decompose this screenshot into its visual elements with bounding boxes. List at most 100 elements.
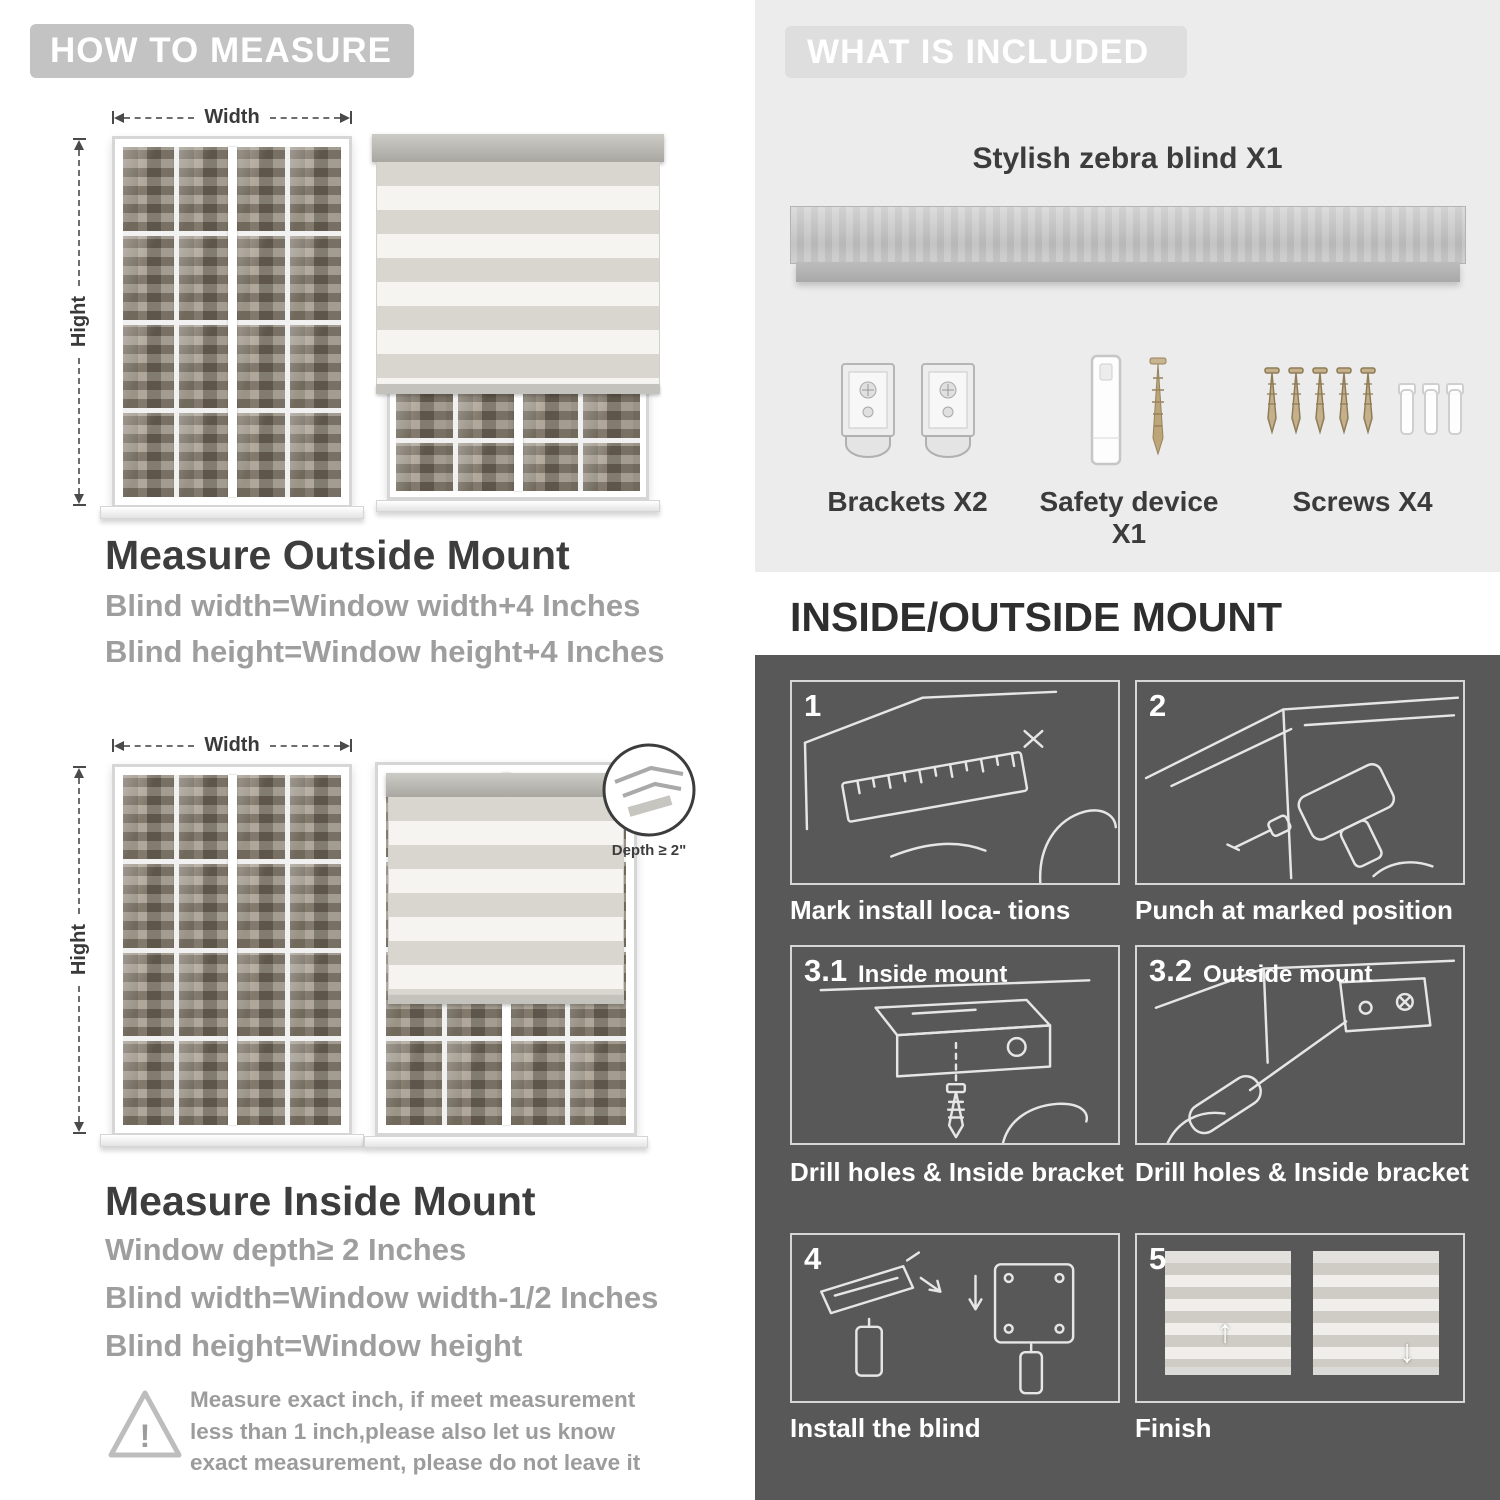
window-pane <box>123 324 174 409</box>
svg-text:!: ! <box>140 1418 151 1454</box>
measure-note: Measure exact inch, if meet measurement … <box>190 1387 641 1475</box>
step-3-2-badge: Outside mount <box>1203 961 1373 988</box>
outside-mount-title: Measure Outside Mount <box>105 532 570 578</box>
blind-headrail <box>386 773 626 797</box>
screws-icon <box>1263 367 1464 435</box>
mount-steps-panel: 1 2 <box>755 655 1500 1500</box>
window-pane <box>582 442 640 491</box>
how-to-measure-title: HOW TO MEASURE <box>50 31 392 70</box>
window-pane <box>520 389 578 438</box>
window-pane <box>290 235 341 320</box>
window-pane <box>396 442 454 491</box>
step-1-caption: Mark install loca- tions <box>790 895 1071 925</box>
blind-stripes <box>388 797 624 995</box>
blind-bottom-rail <box>376 384 660 394</box>
outside-bracket-illustration <box>1154 959 1456 1143</box>
window-pane <box>178 1041 230 1125</box>
width-label: Width <box>204 734 260 756</box>
inside-formula-depth: Window depth≥ 2 Inches <box>105 1232 467 1267</box>
inside-mount-title: Measure Inside Mount <box>105 1178 536 1224</box>
arrowhead-up-icon <box>74 140 84 150</box>
stylish-blind-label: Stylish zebra blind X1 <box>972 142 1283 175</box>
window-pane <box>386 1040 443 1125</box>
zebra-blind-product-icon <box>790 206 1466 264</box>
window-pane <box>178 863 230 948</box>
blind-stripes <box>376 162 660 384</box>
window-pane <box>582 389 640 438</box>
step-3-1-number: 3.1 <box>804 953 848 988</box>
window-pane <box>290 147 341 231</box>
width-measure-outside: Width <box>112 106 353 129</box>
window-pane <box>178 413 230 497</box>
window-pane <box>123 413 174 497</box>
arrowhead-down-icon <box>74 494 84 504</box>
window-pane <box>234 863 286 948</box>
step-3-2-caption: Drill holes & Inside bracket <box>1135 1157 1469 1187</box>
window-pane <box>234 952 286 1037</box>
arrowhead-left-icon <box>114 112 124 123</box>
depth-circle-icon <box>602 743 696 837</box>
measure-tick <box>350 111 353 124</box>
window-pane <box>123 863 174 948</box>
screws-label: Screws X4 <box>1292 486 1433 517</box>
inside-bracket-illustration <box>819 979 1091 1143</box>
window-pane <box>234 147 286 231</box>
window-pane <box>458 389 516 438</box>
window-pane <box>396 389 454 438</box>
window-pane <box>234 1041 286 1125</box>
height-measure-outside: Hight <box>68 138 90 506</box>
outside-formula-height: Blind height=Window height+4 Inches <box>105 634 665 669</box>
mark-locations-illustration <box>803 690 1118 883</box>
outside-formula-width: Blind width=Window width+4 Inches <box>105 588 641 623</box>
window-pane <box>234 413 286 497</box>
safety-device-label: Safety device X1 <box>1039 486 1219 549</box>
window-pane <box>234 775 286 859</box>
step-4-box: 4 <box>790 1233 1120 1403</box>
window-sill <box>100 1134 364 1147</box>
blind-bottom-rail <box>388 995 624 1004</box>
zebra-blind-product-lip <box>796 262 1460 282</box>
height-label: Hight <box>67 924 90 976</box>
step-2-box: 2 <box>1135 680 1465 885</box>
inside-outside-mount-title: INSIDE/OUTSIDE MOUNT <box>790 594 1283 640</box>
step-2-number: 2 <box>1149 688 1167 723</box>
window-pane <box>290 775 341 859</box>
window-pane <box>123 235 174 320</box>
depth-detail: Depth ≥ 2" <box>585 740 713 859</box>
window-sill <box>376 500 660 512</box>
window-pane <box>508 1040 565 1125</box>
warning-triangle-icon: ! <box>108 1390 182 1458</box>
window-pane <box>234 324 286 409</box>
window-glass <box>123 147 341 497</box>
finished-blind-closed: ↓ <box>1313 1251 1439 1383</box>
blind-headrail <box>372 134 664 162</box>
step-3-2-box: 3.2 Outside mount <box>1135 945 1465 1145</box>
window-pane <box>569 1040 626 1125</box>
included-item-safety-device: Safety device X1 <box>1023 342 1235 550</box>
height-measure-inside: Hight <box>68 766 90 1134</box>
down-arrow-icon: ↓ <box>1399 1333 1415 1369</box>
window-pane <box>123 147 174 231</box>
window-sill <box>100 506 364 519</box>
arrowhead-left-icon <box>114 740 124 751</box>
depth-label: Depth ≥ 2" <box>611 842 687 859</box>
step-1-box: 1 <box>790 680 1120 885</box>
what-is-included-banner: WHAT IS INCLUDED <box>785 26 1187 78</box>
window-pane <box>290 863 341 948</box>
finished-blind-open: ↑ <box>1165 1251 1291 1383</box>
width-label: Width <box>204 106 260 128</box>
inside-formula-width: Blind width=Window width-1/2 Inches <box>105 1280 659 1315</box>
arrowhead-down-icon <box>74 1122 84 1132</box>
window-pane <box>123 1041 174 1125</box>
window-pane <box>178 952 230 1037</box>
window-partial <box>387 380 649 500</box>
step-4-caption: Install the blind <box>790 1413 981 1443</box>
window-pane <box>178 235 230 320</box>
zebra-blind-outside-illustration <box>372 134 664 516</box>
window-pane <box>123 775 174 859</box>
what-is-included-panel: WHAT IS INCLUDED Stylish zebra blind X1 <box>755 0 1500 572</box>
step-2-caption: Punch at marked position <box>1135 895 1453 925</box>
included-item-screws: Screws X4 <box>1255 342 1470 518</box>
window-sill <box>364 1136 648 1148</box>
